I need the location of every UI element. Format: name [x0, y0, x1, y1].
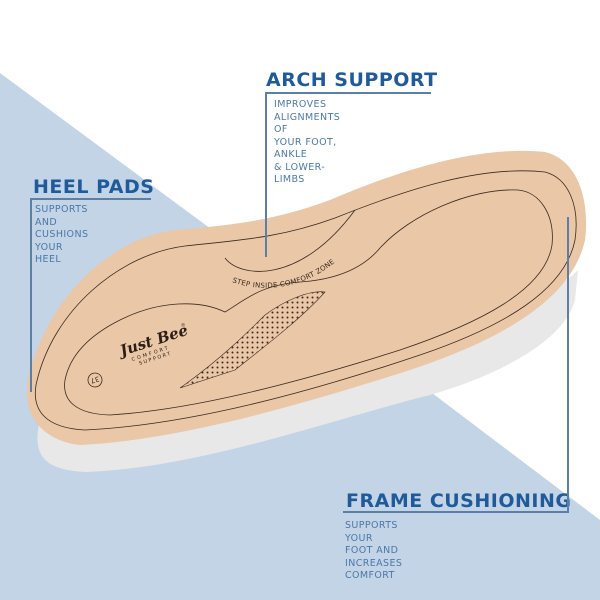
heel-pads-underline	[30, 198, 151, 200]
brand-mark: ®	[180, 321, 186, 329]
insole-inner-line	[64, 189, 553, 416]
frame-cushioning-description: SUPPORTS YOUR FOOT AND INCREASES COMFORT	[345, 520, 403, 581]
insole-arch-curve	[224, 209, 356, 272]
heel-pads-leader-line	[30, 198, 32, 392]
arch-support-underline	[265, 92, 431, 94]
heel-pads-description: SUPPORTS AND CUSHIONS YOUR HEEL	[35, 204, 89, 265]
heel-pads-title: HEEL PADS	[33, 176, 155, 198]
size-badge: 37	[87, 372, 103, 388]
arch-support-title: ARCH SUPPORT	[266, 69, 438, 91]
arch-support-description: IMPROVES ALIGNMENTS OF YOUR FOOT, ANKLE …	[274, 99, 341, 185]
size-label: 37	[90, 374, 101, 384]
frame-cushioning-underline	[343, 511, 569, 513]
arch-support-leader-line	[265, 92, 267, 257]
insole-perforated-zone	[179, 291, 326, 389]
frame-cushioning-leader-line	[567, 217, 569, 512]
frame-cushioning-title: FRAME CUSHIONING	[346, 490, 572, 512]
insole-outer-line	[34, 170, 577, 431]
